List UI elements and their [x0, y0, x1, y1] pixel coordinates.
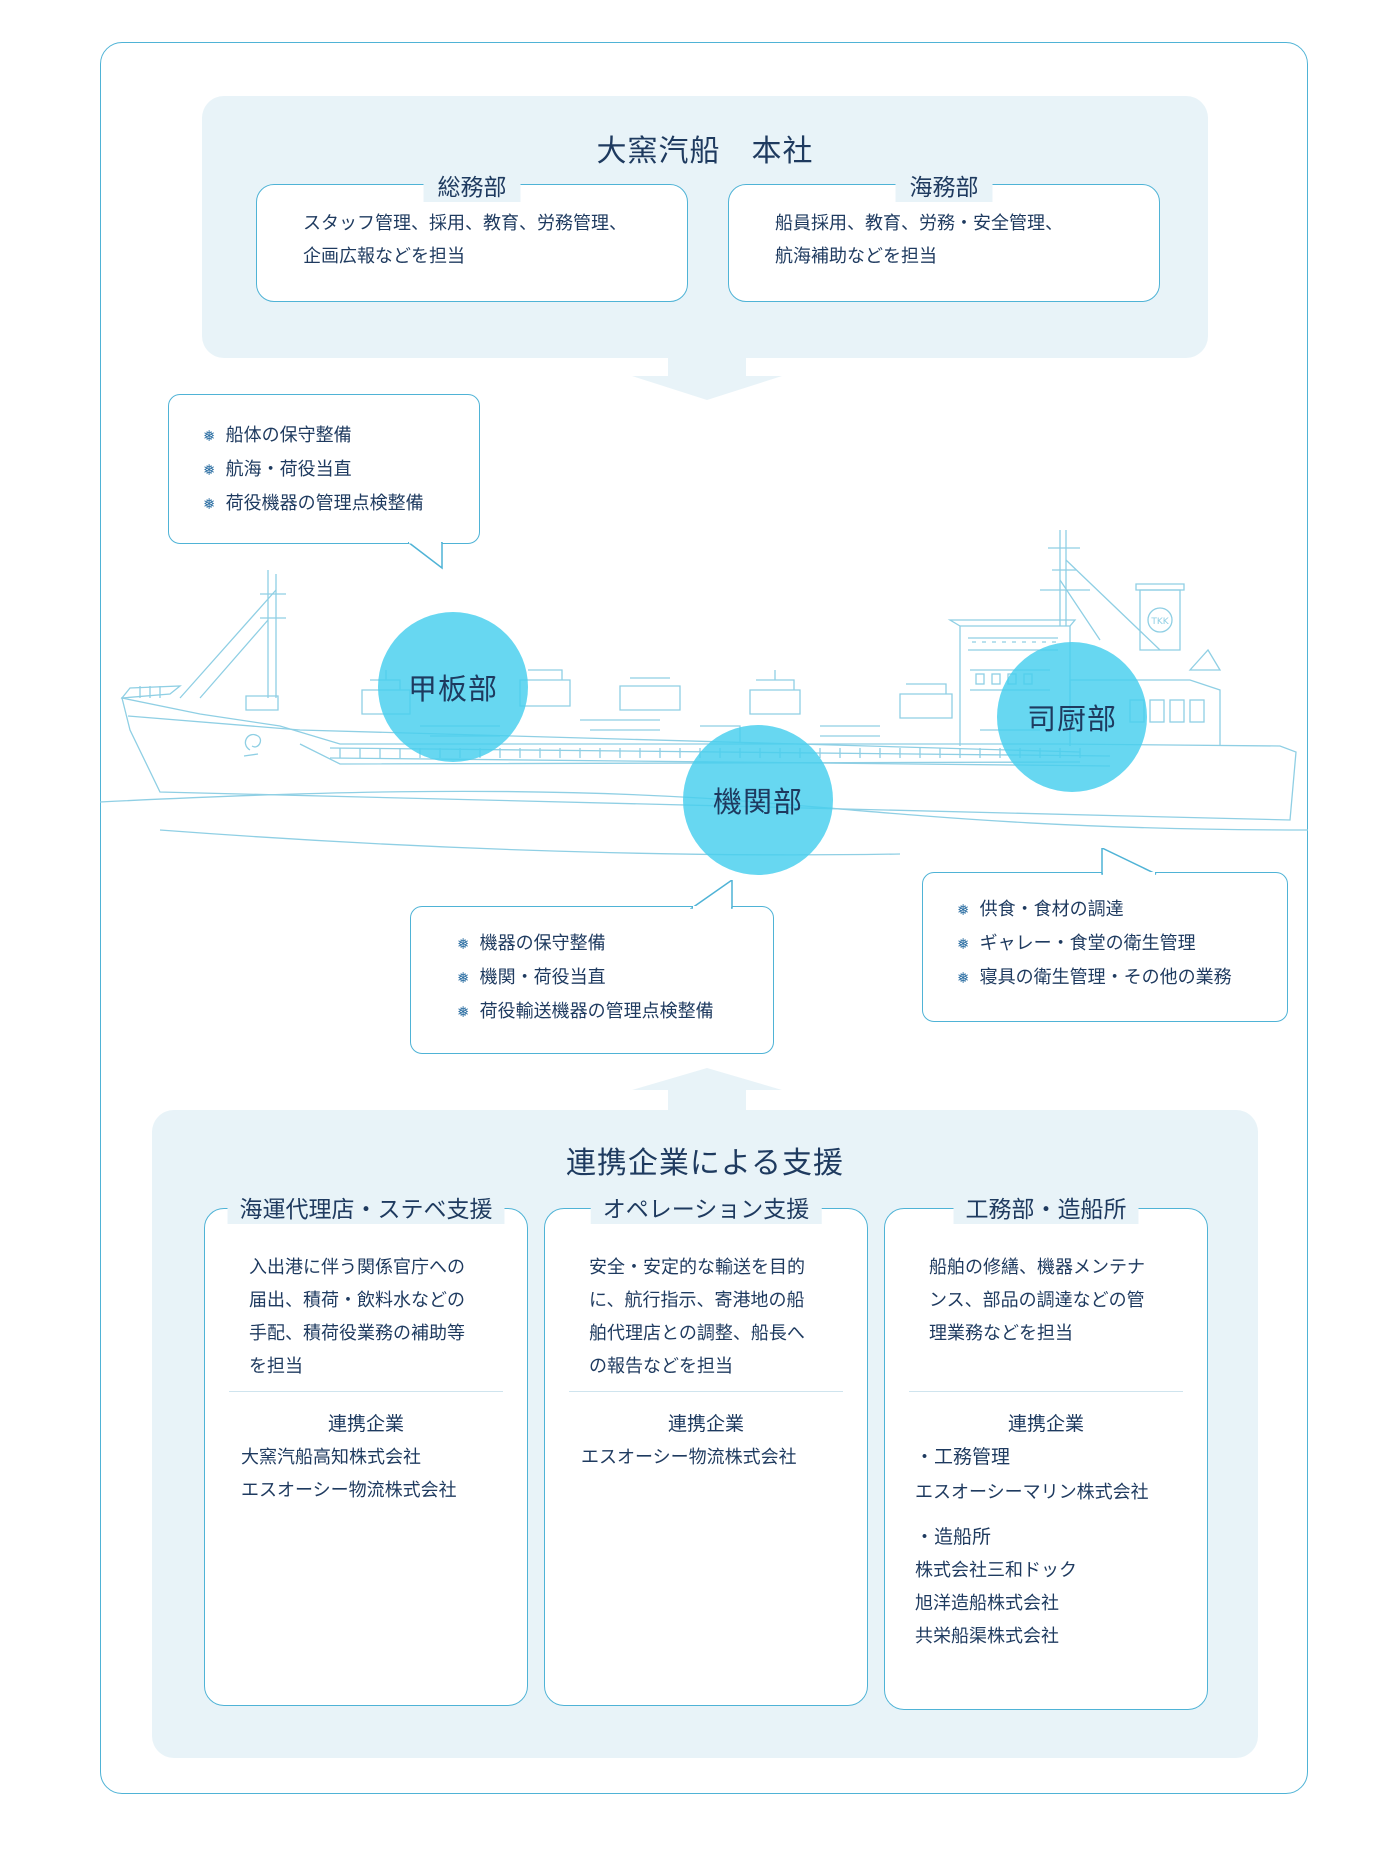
hq-title: 大窯汽船 本社: [596, 134, 814, 169]
engineering-group-label: ・工務管理: [915, 1446, 1011, 1468]
snowflake-marker-icon: ❅: [957, 935, 970, 953]
galley-duty-item: ❅寝具の衛生管理・その他の業務: [957, 967, 1232, 988]
galley-duty-item: ❅ギャレー・食堂の衛生管理: [957, 933, 1196, 954]
deck-department-circle: 甲板部: [378, 612, 528, 762]
kaimu-desc: 船員採用、教育、労務・安全管理、 航海補助などを担当: [775, 213, 1063, 267]
deck-duty-item: ❅船体の保守整備: [203, 425, 352, 446]
engine-duty-item: ❅機器の保守整備: [457, 933, 606, 954]
engine-duty-item: ❅荷役輸送機器の管理点検整備: [457, 1001, 714, 1022]
deck-bubble-tail-icon: [408, 542, 443, 570]
outer-frame: [100, 42, 1308, 1794]
partner-label: 連携企業: [1007, 1413, 1084, 1435]
galley-department-circle: 司厨部: [997, 642, 1147, 792]
funnel-label: TKK: [1150, 617, 1169, 627]
soumu-desc: スタッフ管理、採用、教育、労務管理、 企画広報などを担当: [303, 213, 627, 267]
kaimu-title: 海務部: [895, 168, 993, 202]
partner-label: 連携企業: [327, 1413, 404, 1435]
divider: [569, 1391, 843, 1392]
snowflake-marker-icon: ❅: [203, 427, 216, 445]
divider: [229, 1391, 503, 1392]
partner-list: ・工務管理 エスオーシーマリン株式会社 ・造船所 株式会社三和ドック 旭洋造船株…: [915, 1441, 1197, 1653]
deck-duty-item: ❅航海・荷役当直: [203, 459, 352, 480]
engineering-shipyard-card: 工務部・造船所 船舶の修繕、機器メンテナ ンス、部品の調達などの管 理業務などを…: [884, 1190, 1208, 1710]
galley-duty-item: ❅供食・食材の調達: [957, 899, 1124, 920]
arrow-down-icon: [632, 358, 782, 400]
engineering-shipyard-desc: 船舶の修繕、機器メンテナ ンス、部品の調達などの管 理業務などを担当: [929, 1257, 1145, 1344]
engine-department-circle: 機関部: [683, 725, 833, 875]
engine-bubble-tail-icon: [690, 880, 733, 909]
deck-duties-bubble: ❅船体の保守整備 ❅航海・荷役当直 ❅荷役機器の管理点検整備: [168, 394, 480, 544]
soumu-box: 総務部 スタッフ管理、採用、教育、労務管理、 企画広報などを担当: [256, 168, 688, 302]
snowflake-marker-icon: ❅: [957, 901, 970, 919]
operation-support-title: オペレーション支援: [590, 1190, 822, 1224]
divider: [909, 1391, 1183, 1392]
partner-label: 連携企業: [667, 1413, 744, 1435]
snowflake-marker-icon: ❅: [457, 1003, 470, 1021]
agency-support-desc: 入出港に伴う関係官庁への 届出、積荷・飲料水などの 手配、積荷役業務の補助等 を…: [249, 1257, 465, 1377]
operation-support-card: オペレーション支援 安全・安定的な輸送を目的 に、航行指示、寄港地の船 舶代理店…: [544, 1190, 868, 1706]
engine-duty-item: ❅機関・荷役当直: [457, 967, 606, 988]
galley-bubble-tail-icon: [1101, 848, 1157, 875]
agency-support-title: 海運代理店・ステベ支援: [227, 1190, 505, 1224]
snowflake-marker-icon: ❅: [203, 495, 216, 513]
operation-support-desc: 安全・安定的な輸送を目的 に、航行指示、寄港地の船 舶代理店との調整、船長へ の…: [589, 1257, 805, 1377]
support-title: 連携企業による支援: [565, 1146, 845, 1181]
support-panel: 連携企業による支援 海運代理店・ステベ支援 入出港に伴う関係官庁への 届出、積荷…: [152, 1110, 1258, 1758]
engine-duties-bubble: ❅機器の保守整備 ❅機関・荷役当直 ❅荷役輸送機器の管理点検整備: [410, 906, 774, 1054]
engineering-shipyard-title: 工務部・造船所: [953, 1190, 1139, 1224]
snowflake-marker-icon: ❅: [457, 935, 470, 953]
hq-panel: 大窯汽船 本社 総務部 スタッフ管理、採用、教育、労務管理、 企画広報などを担当…: [202, 96, 1208, 358]
snowflake-marker-icon: ❅: [457, 969, 470, 987]
shipyard-group-label: ・造船所: [915, 1526, 992, 1548]
agency-support-card: 海運代理店・ステベ支援 入出港に伴う関係官庁への 届出、積荷・飲料水などの 手配…: [204, 1190, 528, 1706]
kaimu-box: 海務部 船員採用、教育、労務・安全管理、 航海補助などを担当: [728, 168, 1160, 302]
snowflake-marker-icon: ❅: [203, 461, 216, 479]
partner-list: エスオーシー物流株式会社: [581, 1447, 797, 1468]
partner-list: 大窯汽船高知株式会社 エスオーシー物流株式会社: [241, 1447, 457, 1501]
soumu-title: 総務部: [423, 168, 521, 202]
deck-duty-item: ❅荷役機器の管理点検整備: [203, 493, 424, 514]
arrow-up-icon: [632, 1068, 782, 1112]
galley-duties-bubble: ❅供食・食材の調達 ❅ギャレー・食堂の衛生管理 ❅寝具の衛生管理・その他の業務: [922, 872, 1288, 1022]
snowflake-marker-icon: ❅: [957, 969, 970, 987]
